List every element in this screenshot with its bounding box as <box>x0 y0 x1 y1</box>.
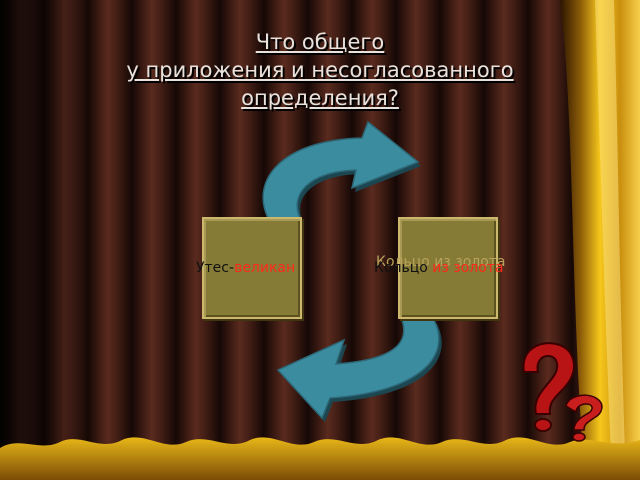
curtain-gold-bottom <box>0 437 640 480</box>
card-left-label: Утес-великан <box>196 260 295 276</box>
title-line-2: у приложения и несогласованного <box>126 58 514 82</box>
cycle-arrow-top-icon <box>262 120 421 222</box>
card-right-label: Кольцо из золота <box>374 260 504 276</box>
card-right-ghost-text: Кольцо из золота <box>376 254 506 270</box>
slide-title: Что общего у приложения и несогласованно… <box>60 28 580 112</box>
cycle-arrow-bottom-icon <box>276 319 442 422</box>
title-line-1: Что общего <box>255 30 385 54</box>
card-right-plain-text: Кольцо <box>374 260 433 276</box>
example-card-left <box>202 217 302 319</box>
curtain-left-shade <box>0 0 90 480</box>
card-left-plain-text: Утес- <box>196 260 235 276</box>
question-marks-icon <box>522 342 603 442</box>
curtain-gold-fold <box>595 0 626 480</box>
example-card-right <box>398 217 498 319</box>
card-right-accent-text: из золота <box>432 260 504 276</box>
title-line-3: определения? <box>241 86 399 110</box>
card-left-accent-text: великан <box>234 260 296 276</box>
